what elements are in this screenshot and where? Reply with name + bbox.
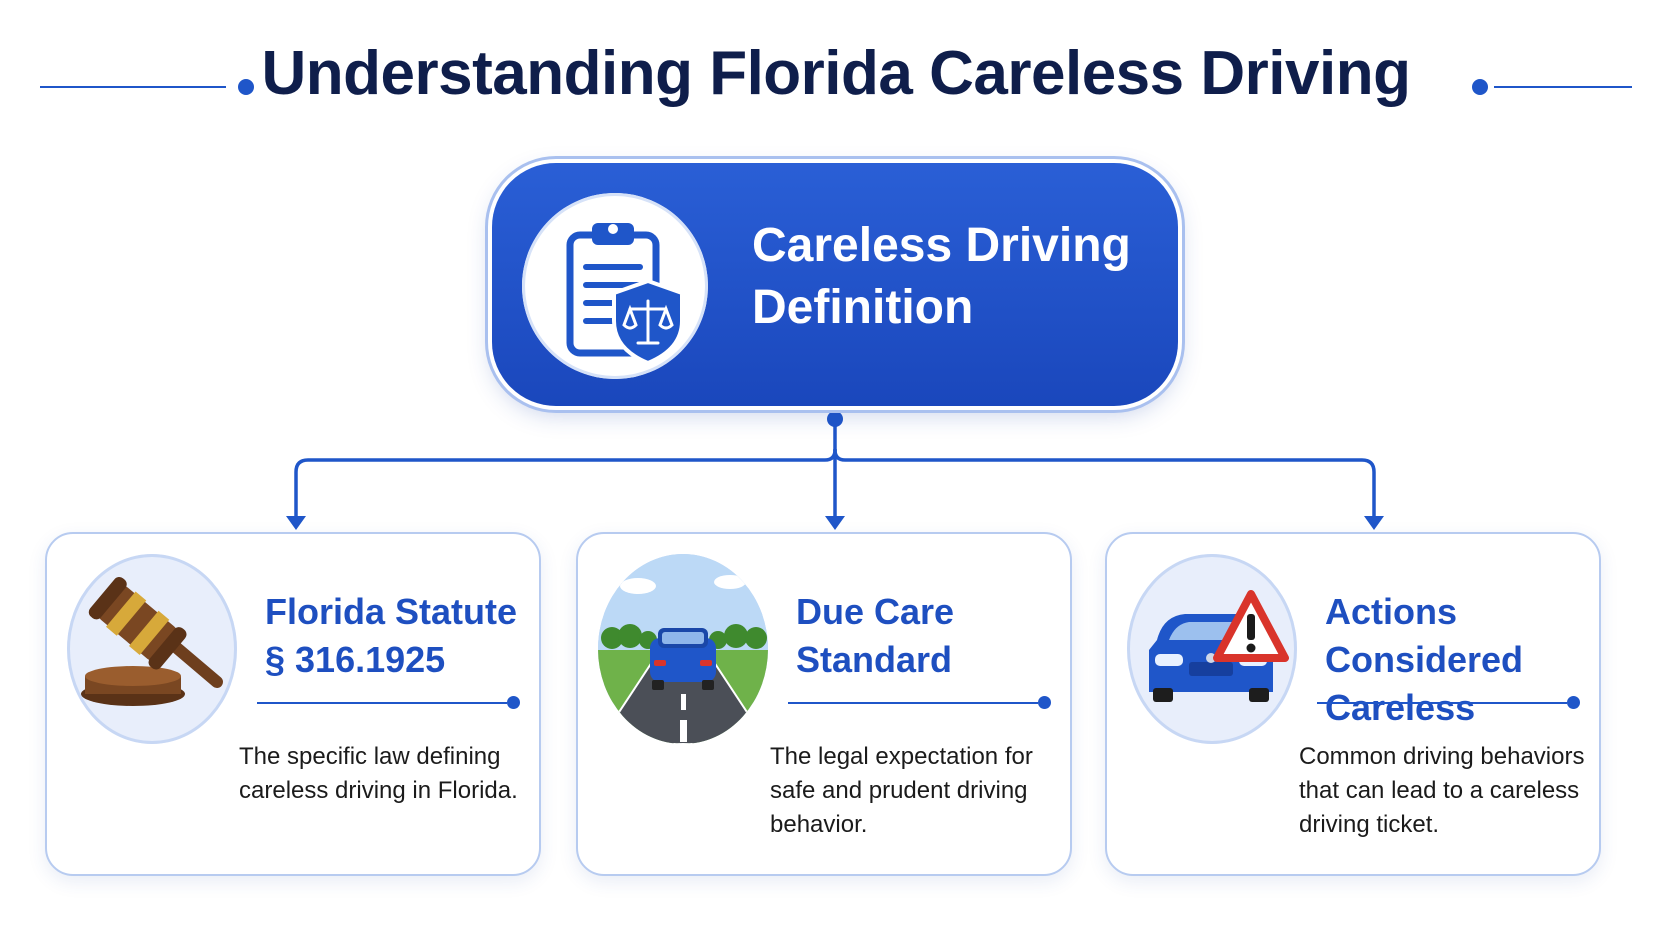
card-due-care-title: Due Care Standard [796, 591, 955, 680]
card-florida-statute-title: Florida Statute § 316.1925 [265, 591, 518, 680]
card-due-care-dot [1038, 696, 1051, 709]
card-florida-statute-description: The specific law defining careless drivi… [239, 743, 518, 804]
card-florida-statute-dot [507, 696, 520, 709]
title-left-dot [238, 79, 254, 95]
card-due-care-description: The legal expectation for safe and prude… [770, 743, 1033, 838]
car-on-road-icon [598, 554, 768, 744]
card-actions-careless: Actions Considered Careless Common drivi… [1105, 532, 1601, 876]
card-actions-careless-description: Common driving behaviors that can lead t… [1299, 743, 1585, 838]
title-right-rule [1494, 86, 1632, 88]
title-left-rule [40, 86, 226, 88]
card-due-care: Due Care Standard The legal expectation … [576, 532, 1072, 876]
gavel-icon [67, 554, 237, 744]
car-warning-icon [1127, 554, 1297, 744]
card-actions-careless-rule [1317, 702, 1567, 704]
definition-card: Careless Driving Definition [492, 163, 1178, 406]
card-actions-careless-dot [1567, 696, 1580, 709]
card-florida-statute: Florida Statute § 316.1925 The specific … [45, 532, 541, 876]
card-florida-statute-rule [257, 702, 507, 704]
clipboard-shield-scales-icon [522, 193, 708, 379]
card-due-care-rule [788, 702, 1038, 704]
definition-label: Careless Driving Definition [752, 219, 1131, 334]
title-right-dot [1472, 79, 1488, 95]
page-title: Understanding Florida Careless Driving [261, 39, 1411, 108]
card-actions-careless-title: Actions Considered Careless [1325, 591, 1524, 728]
